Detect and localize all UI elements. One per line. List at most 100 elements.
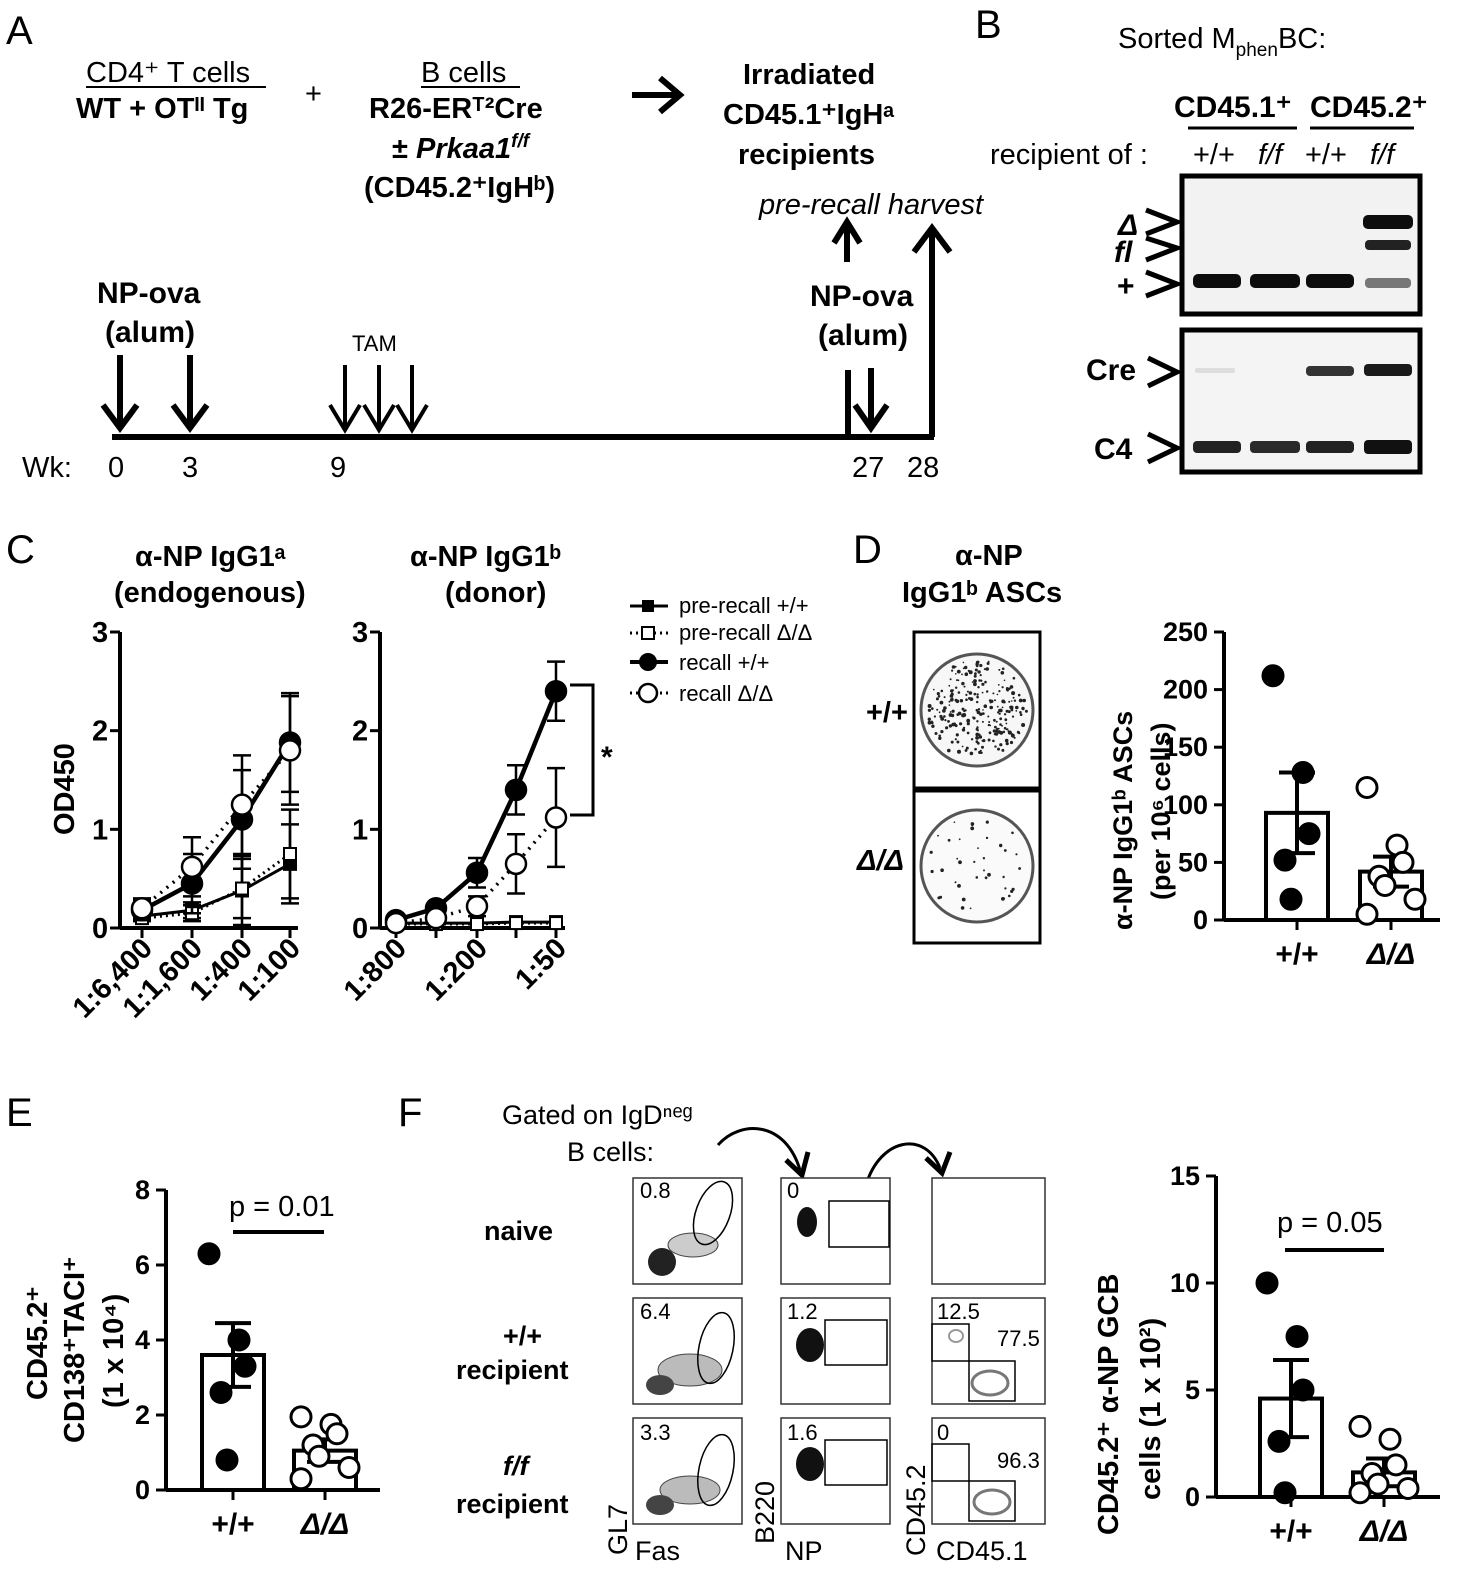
elispot-spot <box>983 668 986 671</box>
elispot-spot <box>961 707 965 711</box>
tamoxifen-arrows <box>328 365 429 434</box>
elispot-spot <box>937 695 941 698</box>
elispot-spot <box>931 707 934 710</box>
elispot-spot <box>978 750 982 755</box>
data-point <box>465 861 489 884</box>
elispot-spot <box>1004 718 1008 722</box>
gate-value-ff-2: 1.6 <box>787 1420 818 1445</box>
elispot-spot <box>933 688 935 691</box>
elispot-spot <box>969 751 974 756</box>
elispot-spot <box>1003 849 1007 852</box>
elispot-spot <box>1001 667 1005 671</box>
flow-col-cd45: 12.5 77.5 0 96.3 CD45.2 CD45.1 <box>901 1177 1046 1566</box>
elispot-spots-wt <box>927 660 1028 756</box>
x-tick-label: Δ/Δ <box>1366 938 1416 971</box>
elispot-spot <box>974 748 977 751</box>
data-point <box>1273 848 1297 872</box>
gate-arrowhead-1 <box>784 1151 811 1180</box>
data-point <box>1355 902 1379 926</box>
data-point <box>227 1328 251 1352</box>
elispot-spot <box>965 693 968 697</box>
data-point <box>1348 1481 1372 1505</box>
data-point <box>233 1354 257 1378</box>
elispot-spot <box>1018 732 1021 735</box>
elispot-spot <box>996 705 999 708</box>
data-point <box>549 916 563 931</box>
elispot-spot <box>1009 705 1014 710</box>
elispot-spot <box>1000 671 1005 675</box>
elispot-spot <box>966 690 969 693</box>
band-cre-lane4 <box>1364 364 1412 376</box>
elispot-spot <box>954 665 957 668</box>
panel-e: E CD45.2⁺ CD138⁺TACI⁺ (1 x 10⁴) p = 0.01… <box>6 1091 380 1541</box>
elispot-spot <box>992 739 995 743</box>
recipient-line3: recipients <box>738 139 875 171</box>
elispot-spot <box>1003 679 1006 682</box>
elispot-spot <box>977 708 981 711</box>
elispot-spot <box>954 738 957 741</box>
elispot-spot <box>954 724 958 728</box>
pre-recall-up-arrow <box>831 216 863 262</box>
data-point <box>1261 664 1285 688</box>
elispot-spot <box>939 700 944 705</box>
y-tick-label: 2 <box>92 716 108 748</box>
elispot-spot <box>1006 689 1009 692</box>
elispot-spot <box>931 720 933 723</box>
gate-arrow-2 <box>864 1142 942 1186</box>
elispot-spot <box>979 674 982 677</box>
panel-label-f: F <box>398 1091 422 1135</box>
panel-label-b: B <box>975 3 1002 47</box>
elispot-spot <box>1022 699 1025 702</box>
legend-marker-recall-ko <box>637 682 659 704</box>
row-label-wt: +/+ <box>503 1321 542 1351</box>
data-point <box>465 895 489 918</box>
y-tick-label: 0 <box>352 913 368 945</box>
elispot-spot <box>938 736 942 740</box>
elispot-spot <box>982 739 986 743</box>
lane-1: +/+ <box>1193 139 1235 171</box>
series-line <box>140 749 292 910</box>
elispot-spot <box>979 735 982 739</box>
data-point <box>283 847 297 861</box>
elispot-spot <box>947 720 950 723</box>
elispot-spot <box>927 704 932 708</box>
chart-f-pvalue: p = 0.05 <box>1277 1207 1383 1239</box>
gate-value-naive-1: 0.8 <box>640 1178 671 1203</box>
axis-cd451: CD45.1 <box>936 1536 1028 1566</box>
contour-cd451-ff <box>972 1488 1012 1516</box>
legend-label-recall-ko: recall Δ/Δ <box>679 681 773 706</box>
elispot-spot <box>1021 723 1026 727</box>
data-point <box>1384 1453 1408 1477</box>
elispot-spot <box>960 906 965 910</box>
elispot-spot <box>1016 706 1019 709</box>
elispot-spot <box>966 718 971 723</box>
elispot-spot <box>987 872 991 877</box>
elispot-spot <box>1013 699 1017 702</box>
elispot-spot <box>982 709 984 711</box>
elispot-spot <box>988 731 992 735</box>
band-wt-lane2 <box>1250 274 1300 288</box>
elispot-spot <box>979 712 983 716</box>
y-tick-label: 0 <box>92 913 108 945</box>
flow-col-gl7-fas: 0.8 6.4 3.3 GL7 Fas <box>603 1177 743 1566</box>
elispot-spot <box>981 712 985 715</box>
recipient-line2: CD45.1⁺IgHᵃ <box>723 99 894 131</box>
elispot-spot <box>1004 887 1007 890</box>
elispot-spot <box>992 692 995 695</box>
elispot-spot <box>968 670 973 675</box>
band-cre-lane1 <box>1195 368 1235 373</box>
elispot-spot <box>998 668 1001 671</box>
elispot-spot <box>951 697 954 700</box>
elispot-spot <box>961 897 966 902</box>
y-tick-label: 2 <box>352 716 368 748</box>
elispot-spot <box>961 745 964 748</box>
gate-cd452-ff <box>931 1443 970 1482</box>
elispot-spot <box>1001 724 1003 727</box>
x-tick-label: +/+ <box>211 1508 254 1541</box>
tam-label: TAM <box>352 331 397 356</box>
elispot-well-ko <box>919 808 1035 924</box>
elispot-spot <box>956 669 961 674</box>
elispot-spot <box>948 704 951 706</box>
